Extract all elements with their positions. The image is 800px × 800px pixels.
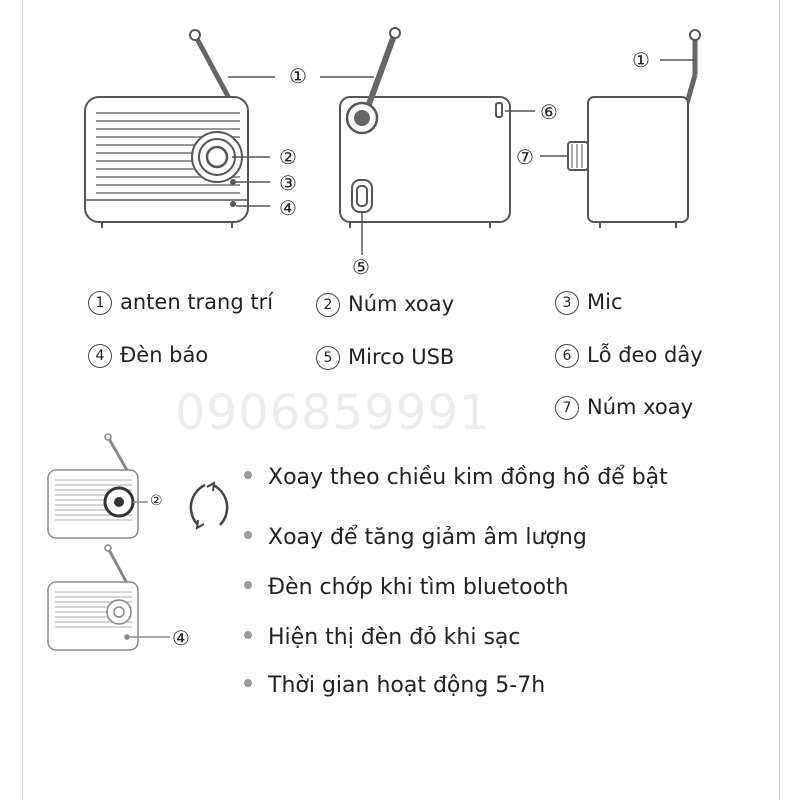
legend-label: Núm xoay <box>587 395 694 419</box>
bullet-text: Hiện thị đèn đỏ khi sạc <box>268 625 521 650</box>
bullet-item-4: Hiện thị đèn đỏ khi sạc <box>244 625 520 650</box>
legend-label: Núm xoay <box>348 292 455 316</box>
legend-item-5: 5 Mirco USB <box>316 345 454 370</box>
callout-1-side: ① <box>632 48 650 72</box>
bullet-item-3: Đèn chớp khi tìm bluetooth <box>244 575 569 600</box>
legend-label: Mic <box>587 290 623 314</box>
bullet-text: Đèn chớp khi tìm bluetooth <box>268 575 569 600</box>
bullet-dot <box>244 631 252 639</box>
legend-item-6: 6 Lỗ đeo dây <box>555 343 703 368</box>
bullet-dot <box>244 471 252 479</box>
callout-3: ③ <box>279 171 297 195</box>
bullet-text: Xoay để tăng giảm âm lượng <box>268 525 587 550</box>
legend-number: 2 <box>316 293 340 317</box>
legend-number: 5 <box>316 346 340 370</box>
legend-number: 3 <box>555 291 579 315</box>
legend-label: Đèn báo <box>120 343 209 367</box>
legend-number: 4 <box>88 344 112 368</box>
callout-7: ⑦ <box>516 145 534 169</box>
bullet-dot <box>244 531 252 539</box>
legend-number: 1 <box>88 291 112 315</box>
legend-item-2: 2 Núm xoay <box>316 292 454 317</box>
bullet-text: Xoay theo chiều kim đồng hồ để bật <box>268 465 668 490</box>
legend-number: 7 <box>555 396 579 420</box>
legend-label: anten trang trí <box>120 290 274 314</box>
watermark-phone: 0906859991 <box>175 385 491 441</box>
front-view <box>84 29 275 228</box>
legend-item-3: 3 Mic <box>555 290 623 315</box>
legend-number: 6 <box>555 344 579 368</box>
bullet-text: Thời gian hoạt động 5-7h <box>268 673 546 698</box>
callout-1-front: ① <box>289 64 307 88</box>
callout-2: ② <box>279 145 297 169</box>
back-view <box>320 27 535 255</box>
bullet-dot <box>244 581 252 589</box>
legend-item-1: 1 anten trang trí <box>88 290 273 315</box>
callout-5: ⑤ <box>352 255 370 279</box>
legend-item-4: 4 Đèn báo <box>88 343 208 368</box>
callout-4-small: ④ <box>172 626 190 650</box>
legend-label: Mirco USB <box>348 345 455 369</box>
bullet-item-5: Thời gian hoạt động 5-7h <box>244 673 545 698</box>
bullet-dot <box>244 679 252 687</box>
legend-item-7: 7 Núm xoay <box>555 395 693 420</box>
small-radio-knob <box>47 433 229 539</box>
callout-2-small: ② <box>150 493 163 509</box>
bullet-item-1: Xoay theo chiều kim đồng hồ để bật <box>244 465 668 490</box>
bullet-item-2: Xoay để tăng giảm âm lượng <box>244 525 587 550</box>
legend-label: Lỗ đeo dây <box>587 343 703 367</box>
callout-6: ⑥ <box>540 100 558 124</box>
page-frame <box>22 0 780 800</box>
callout-4: ④ <box>279 196 297 220</box>
side-view <box>540 29 701 228</box>
small-radio-light <box>47 544 170 651</box>
